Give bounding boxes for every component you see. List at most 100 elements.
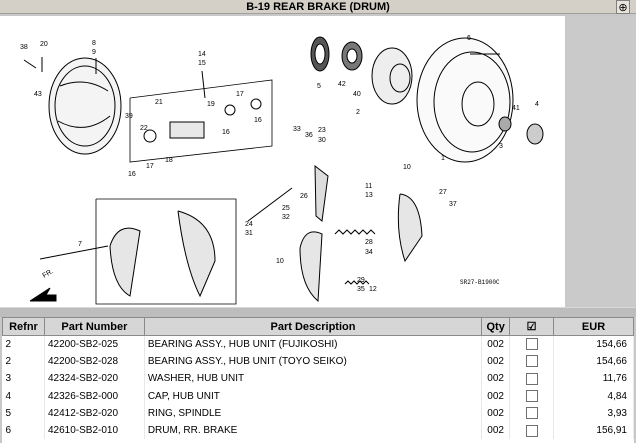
svg-text:17: 17 <box>146 163 154 170</box>
parts-table-container: Refnr Part Number Part Description Qty ☑… <box>2 317 634 443</box>
svg-text:19: 19 <box>207 101 215 108</box>
zoom-icon[interactable]: ⊕ <box>616 0 630 14</box>
svg-text:14: 14 <box>198 51 206 58</box>
exploded-view-drawing: 38 20 43 8 9 14 15 21 22 39 18 16 17 19 … <box>20 35 544 305</box>
table-row[interactable]: 3 42324-SB2-020 WASHER, HUB UNIT 002 11,… <box>2 370 634 388</box>
col-eur[interactable]: EUR <box>553 317 634 336</box>
cell-part-number: 42412-SB2-020 <box>44 404 145 422</box>
svg-text:25: 25 <box>282 205 290 212</box>
cell-part-number: 42200-SB2-025 <box>44 335 145 353</box>
cell-qty: 002 <box>481 335 511 353</box>
select-checkbox[interactable] <box>525 424 538 437</box>
svg-text:4: 4 <box>535 101 539 108</box>
svg-text:15: 15 <box>198 60 206 67</box>
cell-eur: 154,66 <box>553 335 634 353</box>
svg-text:8: 8 <box>92 40 96 47</box>
table-row[interactable]: 5 42412-SB2-020 RING, SPINDLE 002 3,93 <box>2 404 634 422</box>
cell-refnr: 3 <box>2 370 45 388</box>
svg-text:37: 37 <box>449 201 457 208</box>
checklist-icon[interactable]: ☑ <box>509 317 555 336</box>
svg-text:38: 38 <box>20 44 28 51</box>
svg-text:28: 28 <box>365 239 373 246</box>
svg-text:10: 10 <box>276 258 284 265</box>
svg-text:30: 30 <box>318 137 326 144</box>
svg-text:16: 16 <box>222 129 230 136</box>
cell-eur: 3,93 <box>553 404 634 422</box>
cell-eur: 4,84 <box>553 387 634 405</box>
cell-description: BEARING ASSY., HUB UNIT (FUJIKOSHI) <box>144 335 483 353</box>
svg-text:17: 17 <box>236 91 244 98</box>
table-header-row: Refnr Part Number Part Description Qty ☑… <box>2 317 634 336</box>
cell-eur: 154,66 <box>553 352 634 371</box>
cell-description: RING, SPINDLE <box>144 404 483 422</box>
cell-select <box>509 421 555 440</box>
svg-text:6: 6 <box>467 35 471 42</box>
svg-text:13: 13 <box>365 192 373 199</box>
panel-divider[interactable] <box>0 307 636 317</box>
svg-text:27: 27 <box>439 189 447 196</box>
cell-refnr: 4 <box>2 387 45 405</box>
cell-select <box>509 352 555 371</box>
cell-eur: 11,76 <box>553 370 634 388</box>
svg-text:5: 5 <box>317 83 321 90</box>
svg-text:31: 31 <box>245 230 253 237</box>
col-refnr[interactable]: Refnr <box>2 317 45 336</box>
cell-part-number: 42610-SB2-010 <box>44 421 145 440</box>
cell-select <box>509 370 555 388</box>
svg-text:10: 10 <box>403 164 411 171</box>
svg-text:42: 42 <box>338 81 346 88</box>
svg-text:23: 23 <box>318 127 326 134</box>
cell-description: BEARING ASSY., HUB UNIT (TOYO SEIKO) <box>144 352 483 371</box>
table-row[interactable]: 2 42200-SB2-025 BEARING ASSY., HUB UNIT … <box>2 335 634 353</box>
svg-text:12: 12 <box>369 286 377 293</box>
parts-table: Refnr Part Number Part Description Qty ☑… <box>2 317 634 440</box>
svg-text:1: 1 <box>441 155 445 162</box>
svg-text:FR.: FR. <box>42 268 55 280</box>
svg-text:16: 16 <box>254 117 262 124</box>
cell-qty: 002 <box>481 352 511 371</box>
svg-text:35: 35 <box>357 286 365 293</box>
cell-select <box>509 335 555 353</box>
svg-text:24: 24 <box>245 221 253 228</box>
cell-part-number: 42200-SB2-028 <box>44 352 145 371</box>
svg-text:3: 3 <box>499 143 503 150</box>
col-part-number[interactable]: Part Number <box>43 317 145 336</box>
cell-qty: 002 <box>481 421 511 440</box>
parts-diagram: 38 20 43 8 9 14 15 21 22 39 18 16 17 19 … <box>0 16 565 307</box>
svg-text:29: 29 <box>357 277 365 284</box>
cell-eur: 156,91 <box>553 421 634 440</box>
table-row[interactable]: 2 42200-SB2-028 BEARING ASSY., HUB UNIT … <box>2 352 634 371</box>
svg-text:34: 34 <box>365 249 373 256</box>
cell-select <box>509 387 555 405</box>
cell-refnr: 5 <box>2 404 45 422</box>
col-qty[interactable]: Qty <box>481 317 511 336</box>
cell-description: DRUM, RR. BRAKE <box>144 421 483 440</box>
svg-text:SR27-B1900C: SR27-B1900C <box>460 279 500 286</box>
svg-text:16: 16 <box>128 171 136 178</box>
svg-text:40: 40 <box>353 91 361 98</box>
svg-text:32: 32 <box>282 214 290 221</box>
table-row[interactable]: 6 42610-SB2-010 DRUM, RR. BRAKE 002 156,… <box>2 421 634 440</box>
select-checkbox[interactable] <box>525 355 538 368</box>
title-bar: B-19 REAR BRAKE (DRUM) ⊕ <box>0 0 636 14</box>
svg-text:20: 20 <box>40 41 48 48</box>
cell-description: CAP, HUB UNIT <box>144 387 483 405</box>
diagram-side-panel <box>565 16 636 307</box>
table-row[interactable]: 4 42326-SB2-000 CAP, HUB UNIT 002 4,84 <box>2 387 634 405</box>
svg-text:2: 2 <box>356 109 360 116</box>
select-checkbox[interactable] <box>525 407 538 420</box>
select-checkbox[interactable] <box>525 372 538 385</box>
svg-text:18: 18 <box>165 157 173 164</box>
cell-description: WASHER, HUB UNIT <box>144 370 483 388</box>
svg-text:9: 9 <box>92 49 96 56</box>
cell-refnr: 2 <box>2 335 45 353</box>
svg-text:39: 39 <box>125 113 133 120</box>
col-part-description[interactable]: Part Description <box>143 317 483 336</box>
svg-text:21: 21 <box>155 99 163 106</box>
select-checkbox[interactable] <box>525 390 538 403</box>
svg-text:33: 33 <box>293 126 301 133</box>
svg-text:26: 26 <box>300 193 308 200</box>
svg-text:36: 36 <box>305 132 313 139</box>
select-checkbox[interactable] <box>525 338 538 351</box>
cell-select <box>509 404 555 422</box>
